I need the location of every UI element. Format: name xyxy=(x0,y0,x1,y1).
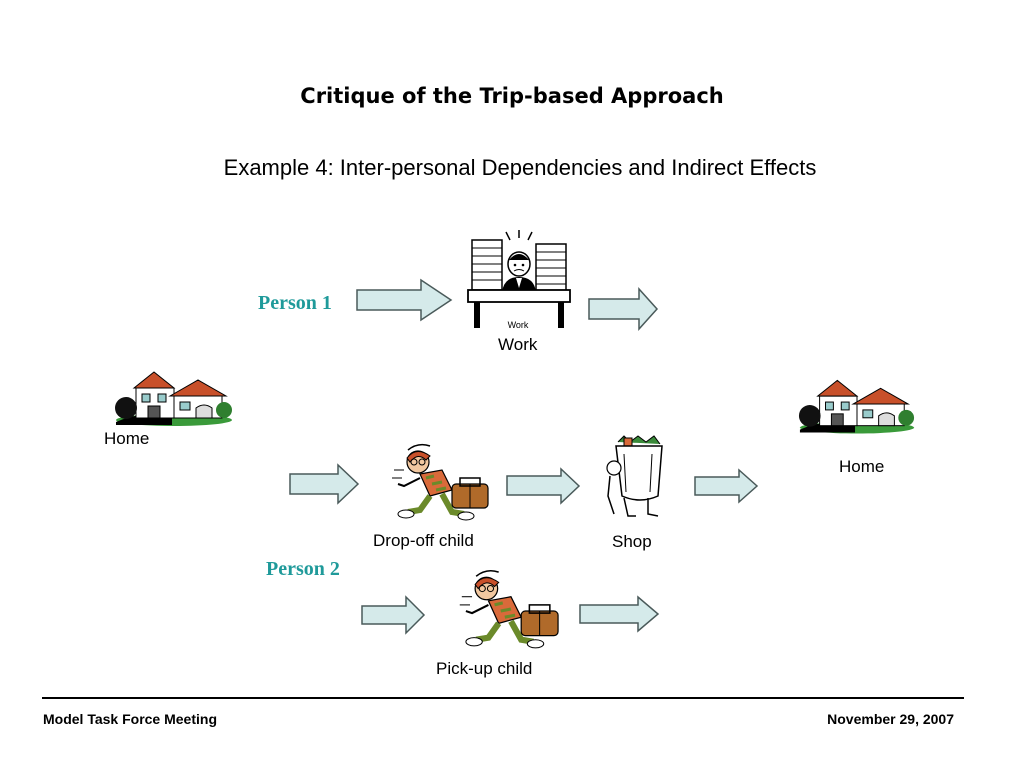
dropoff-label: Drop-off child xyxy=(373,531,474,550)
pickup-label: Pick-up child xyxy=(436,659,533,678)
grocery-shopper-icon xyxy=(606,435,663,517)
svg-text:Work: Work xyxy=(508,320,529,330)
footer-right: November 29, 2007 xyxy=(827,711,954,727)
person-2-label: Person 2 xyxy=(266,558,340,580)
slide-title: Critique of the Trip-based Approach xyxy=(300,84,724,108)
right-arrow-icon xyxy=(356,278,453,322)
right-arrow-icon xyxy=(361,595,426,635)
footer-divider xyxy=(42,697,964,699)
work-label: Work xyxy=(498,335,538,354)
footer-left: Model Task Force Meeting xyxy=(43,711,217,727)
home-right-label: Home xyxy=(839,457,885,476)
right-arrow-icon xyxy=(588,287,659,331)
home-left-label: Home xyxy=(104,429,150,448)
slide-subtitle: Example 4: Inter-personal Dependencies a… xyxy=(223,155,817,180)
house-icon xyxy=(798,379,915,434)
right-arrow-icon xyxy=(289,463,360,505)
running-parent-icon xyxy=(459,570,559,649)
right-arrow-icon xyxy=(506,467,581,505)
shop-label: Shop xyxy=(612,532,652,551)
running-parent-icon xyxy=(392,443,489,521)
person-1-label: Person 1 xyxy=(258,292,332,314)
office-worker-icon: Work xyxy=(467,230,571,330)
right-arrow-icon xyxy=(694,468,759,504)
house-icon xyxy=(115,371,232,426)
right-arrow-icon xyxy=(579,595,660,633)
